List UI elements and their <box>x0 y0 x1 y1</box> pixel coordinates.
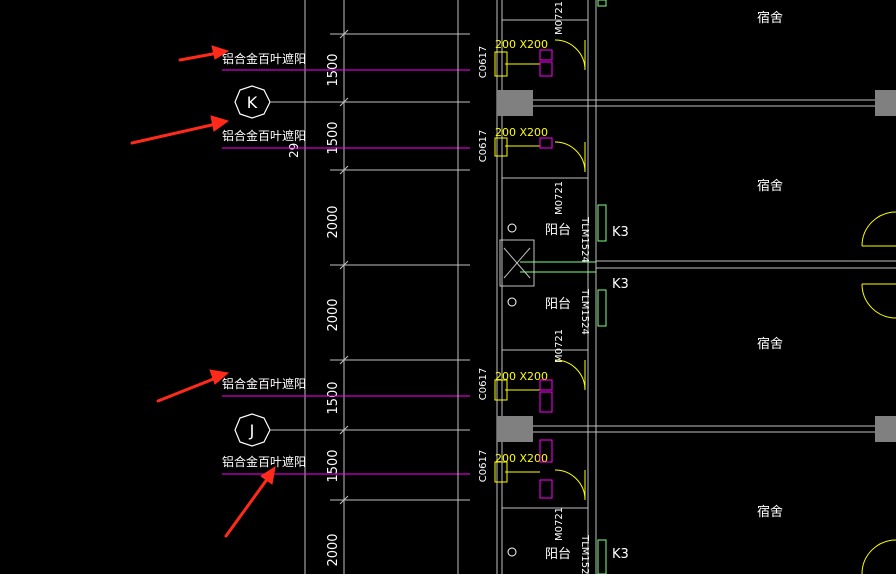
fixture-block-3: 200 X200 <box>494 359 586 413</box>
dimension-text-4: 2000 <box>326 298 341 331</box>
axis-j: J <box>234 413 470 447</box>
red-arrow-icon <box>130 115 230 145</box>
axis-k-label: K <box>247 93 258 112</box>
louver-label-3: 铝合金百叶遮阳 <box>222 376 306 391</box>
fixture-block-4: 200 X200 <box>494 439 586 501</box>
red-arrow-icon <box>178 45 230 62</box>
window-tag-3: C0617 <box>478 368 489 400</box>
tlm-tag-1: TLM1524 <box>579 216 590 263</box>
louver-label-2-overlap: 29 <box>287 143 301 158</box>
louver-label-4: 铝合金百叶遮阳 <box>222 454 306 469</box>
dimension-text-6: 1500 <box>326 449 341 482</box>
k3-tag-3: K3 <box>612 547 629 562</box>
red-arrow-icon <box>156 369 230 403</box>
door-tag-4: M0721 <box>554 507 565 541</box>
balcony-label-3: 阳台 <box>545 547 571 562</box>
door-tag-2: M0721 <box>554 181 565 215</box>
louver-label-2: 铝合金百叶遮阳 <box>222 128 306 143</box>
door-tag-1: M0721 <box>554 1 565 35</box>
k3-tag-2: K3 <box>612 277 629 292</box>
drain-icon <box>507 547 517 557</box>
red-arrow-icon <box>224 465 276 538</box>
window-tag-2: C0617 <box>478 130 489 162</box>
structural-columns <box>497 90 896 442</box>
dimension-text-5: 1500 <box>326 381 341 414</box>
interior-walls <box>502 19 896 509</box>
dimension-text-2: 1500 <box>326 121 341 154</box>
fixture-block-2: 200 X200 <box>494 126 586 173</box>
sliding-doors <box>597 0 607 574</box>
right-door-swings <box>861 211 896 574</box>
dorm-label-3: 宿舍 <box>757 336 783 352</box>
fixture-block-1: 200 X200 <box>494 38 586 77</box>
door-tag-3: M0721 <box>554 329 565 363</box>
dorm-label-1: 宿舍 <box>757 10 783 26</box>
axis-j-label: J <box>249 421 255 440</box>
drain-icon <box>507 223 517 233</box>
window-tag-4: C0617 <box>478 450 489 482</box>
balcony-label-2: 阳台 <box>545 297 571 312</box>
red-arrows <box>130 45 276 538</box>
dimension-text-7: 2000 <box>326 533 341 566</box>
window-tag-1: C0617 <box>478 46 489 78</box>
dorm-label-2: 宿舍 <box>757 178 783 194</box>
dorm-label-4: 宿舍 <box>757 504 783 520</box>
louver-annotation-3: 铝合金百叶遮阳 <box>222 376 470 397</box>
balcony-label-1: 阳台 <box>545 223 571 238</box>
k3-tag-1: K3 <box>612 225 629 240</box>
fixture-tag-3: 200 X200 <box>495 370 548 383</box>
drain-icon <box>507 297 517 307</box>
axis-k: K <box>234 85 470 119</box>
fixture-tag-2: 200 X200 <box>495 126 548 139</box>
balcony-drain-detail <box>499 223 596 557</box>
louver-annotation-1: 铝合金百叶遮阳 <box>222 51 470 71</box>
tlm-tag-3: TLM1524 <box>579 534 590 574</box>
louver-label-1: 铝合金百叶遮阳 <box>222 51 306 66</box>
dimension-text-3: 2000 <box>326 205 341 238</box>
fixture-tag-1: 200 X200 <box>495 38 548 51</box>
louver-annotation-2: 铝合金百叶遮阳 29 <box>222 128 470 158</box>
dimension-chain <box>304 0 470 574</box>
fixture-tag-4: 200 X200 <box>495 452 548 465</box>
tlm-tag-2: TLM1524 <box>579 288 590 335</box>
